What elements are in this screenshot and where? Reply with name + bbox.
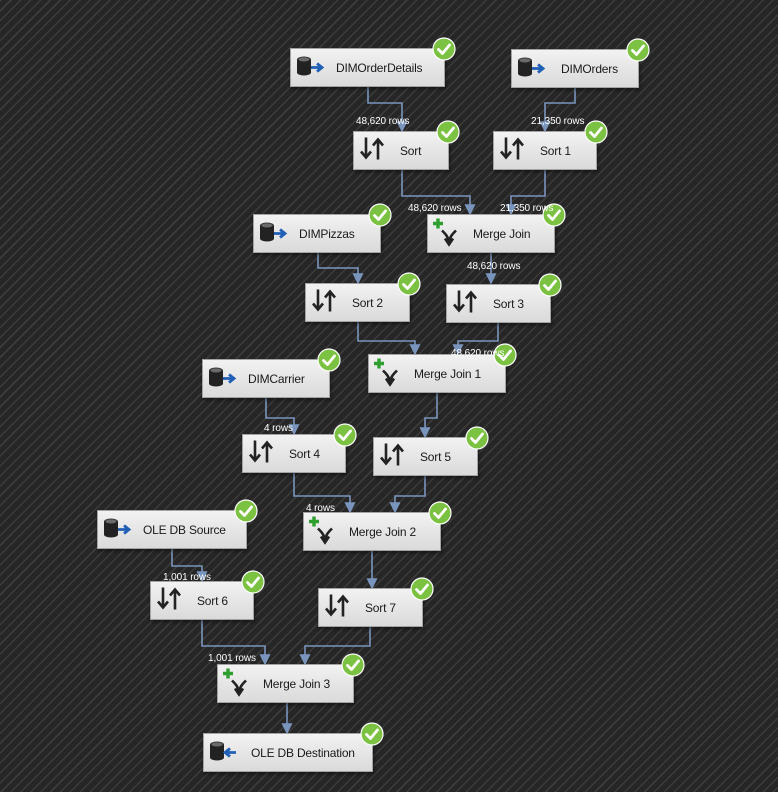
component-label: DIMPizzas [299, 226, 355, 241]
sort-icon [323, 591, 351, 624]
component-sort1[interactable]: Sort 1 [493, 120, 608, 170]
success-check-icon [341, 653, 365, 682]
component-sort6[interactable]: Sort 6 [150, 570, 265, 620]
success-check-icon [465, 426, 489, 455]
row-count-label: 21,350 rows [500, 203, 554, 214]
component-mergejoin1[interactable]: Merge Join 1 [368, 343, 517, 393]
db-source-icon [295, 52, 325, 83]
component-mergejoin[interactable]: Merge Join [427, 203, 566, 253]
component-oledbsource[interactable]: OLE DB Source [97, 499, 258, 549]
component-dimpizzas[interactable]: DIMPizzas [253, 203, 392, 253]
component-label: OLE DB Source [143, 522, 226, 537]
success-check-icon [234, 499, 258, 528]
component-label: DIMOrderDetails [336, 60, 423, 75]
component-dimorderdetails[interactable]: DIMOrderDetails [290, 37, 456, 87]
data-path-5[interactable] [317, 253, 364, 285]
row-count-label: 48,620 rows [408, 203, 462, 214]
row-count-label: 4 rows [306, 503, 335, 514]
db-source-icon [102, 514, 132, 545]
merge-join-icon [373, 356, 403, 391]
component-sort4[interactable]: Sort 4 [242, 423, 357, 473]
component-label: OLE DB Destination [251, 745, 355, 760]
row-count-label: 48,620 rows [356, 116, 410, 127]
sort-icon [451, 287, 479, 320]
merge-join-icon [308, 514, 338, 549]
row-count-label: 48,620 rows [467, 261, 521, 272]
component-label: Sort 1 [540, 143, 571, 158]
db-destination-icon [208, 737, 238, 768]
success-check-icon [626, 38, 650, 67]
success-check-icon [436, 120, 460, 149]
success-check-icon [432, 37, 456, 66]
merge-join-icon [432, 216, 462, 251]
row-count-label: 1,001 rows [208, 653, 256, 664]
component-dimorders[interactable]: DIMOrders [511, 38, 650, 88]
component-label: Sort 4 [289, 446, 320, 461]
sort-icon [498, 134, 526, 167]
component-label: Sort 2 [352, 295, 383, 310]
success-check-icon [241, 570, 265, 599]
success-check-icon [397, 272, 421, 301]
row-count-label: 4 rows [264, 423, 293, 434]
component-label: Sort 5 [420, 449, 451, 464]
success-check-icon [584, 120, 608, 149]
component-mergejoin3[interactable]: Merge Join 3 [217, 653, 365, 703]
component-label: Sort 3 [493, 296, 524, 311]
component-label: Merge Join [473, 226, 531, 241]
sort-icon [358, 134, 386, 167]
success-check-icon [493, 343, 517, 372]
success-check-icon [542, 203, 566, 232]
component-dimcarrier[interactable]: DIMCarrier [202, 348, 341, 398]
component-oledbdest[interactable]: OLE DB Destination [203, 722, 384, 772]
success-check-icon [333, 423, 357, 452]
row-count-label: 1,001 rows [163, 572, 211, 583]
success-check-icon [317, 348, 341, 377]
db-source-icon [258, 218, 288, 249]
success-check-icon [428, 501, 452, 530]
component-sort7[interactable]: Sort 7 [318, 577, 434, 627]
row-count-label: 21,350 rows [531, 116, 585, 127]
component-label: Sort 7 [365, 600, 396, 615]
success-check-icon [538, 273, 562, 302]
sort-icon [310, 286, 338, 319]
component-label: Sort 6 [197, 593, 228, 608]
component-mergejoin2[interactable]: Merge Join 2 [303, 501, 452, 551]
sort-icon [247, 437, 275, 470]
component-sort2[interactable]: Sort 2 [305, 272, 421, 322]
sort-icon [378, 440, 406, 473]
component-label: Sort [400, 143, 422, 158]
success-check-icon [410, 577, 434, 606]
success-check-icon [368, 203, 392, 232]
component-sort5[interactable]: Sort 5 [373, 426, 489, 476]
component-label: Merge Join 1 [414, 366, 481, 381]
component-sort[interactable]: Sort [353, 120, 460, 170]
data-path-10[interactable] [419, 393, 438, 439]
merge-join-icon [222, 666, 252, 701]
component-label: Merge Join 2 [349, 524, 416, 539]
data-path-12[interactable] [389, 476, 426, 514]
sort-icon [155, 584, 183, 617]
data-path-7[interactable] [357, 322, 421, 356]
component-label: DIMOrders [561, 61, 618, 76]
row-count-label: 48,620 rows [451, 348, 505, 359]
db-source-icon [207, 363, 237, 394]
success-check-icon [360, 722, 384, 751]
component-label: Merge Join 3 [263, 676, 330, 691]
component-sort3[interactable]: Sort 3 [446, 273, 562, 323]
db-source-icon [516, 53, 546, 84]
component-label: DIMCarrier [248, 371, 305, 386]
